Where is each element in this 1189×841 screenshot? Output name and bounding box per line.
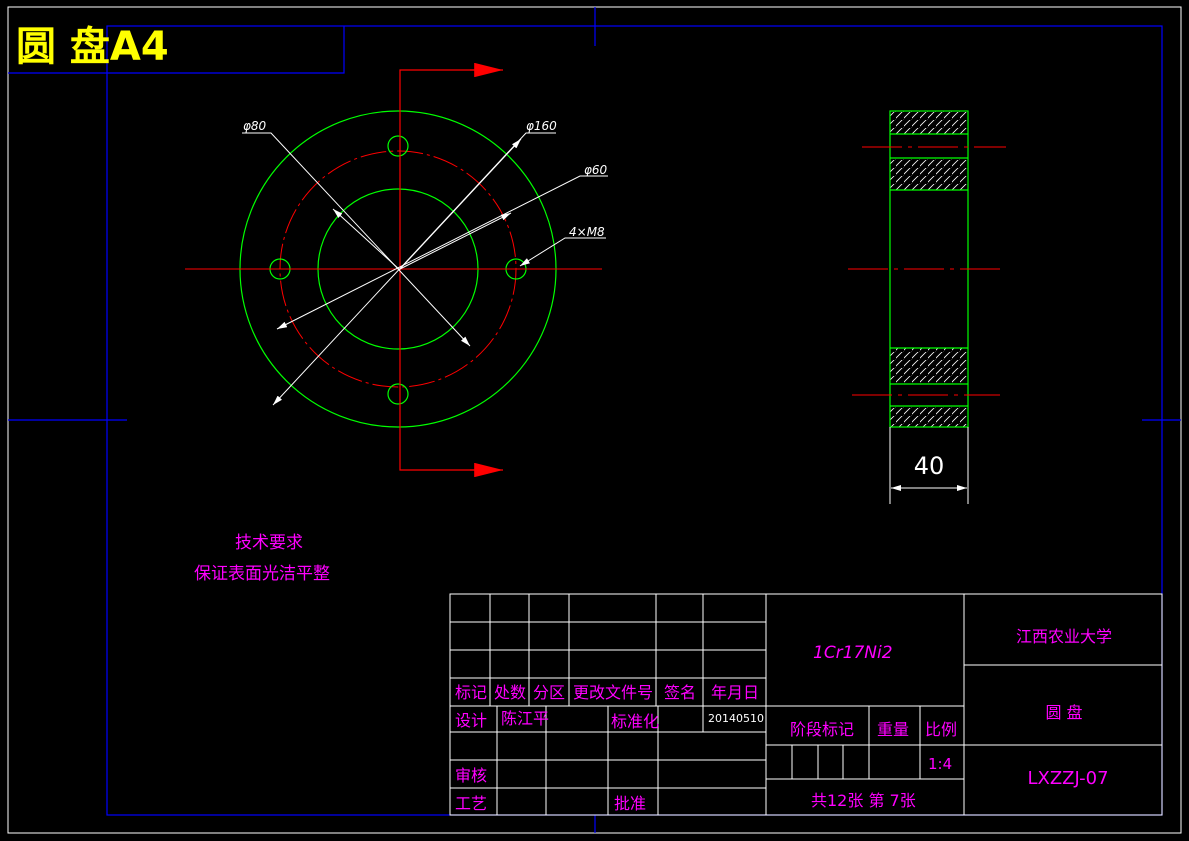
tb-process-label: 工艺 — [455, 794, 487, 813]
tb-stage-label: 阶段标记 — [790, 720, 854, 739]
tb-part-name: 圆 盘 — [1045, 703, 1082, 722]
dim-holes: 4×M8 — [569, 225, 605, 239]
page-title: 圆 盘A4 — [16, 24, 169, 70]
tb-approve-label: 批准 — [614, 794, 646, 813]
front-view: φ80 φ160 φ60 4×M8 — [185, 62, 608, 478]
tb-weight-label: 重量 — [877, 720, 909, 739]
tb-header-docno: 更改文件号 — [573, 683, 653, 702]
tb-header-zone: 分区 — [533, 683, 565, 702]
tb-school: 江西农业大学 — [1016, 627, 1112, 646]
dim-d160: φ160 — [526, 119, 557, 133]
title-block — [449, 593, 1163, 816]
tb-header-sign: 签名 — [664, 683, 696, 702]
bolt-hole — [387, 383, 409, 405]
tb-date: 20140510 — [708, 712, 764, 725]
section-line — [399, 69, 498, 471]
tb-scale-value: 1:4 — [928, 755, 952, 773]
dim-thickness: 40 — [914, 452, 945, 480]
tb-header-mark: 标记 — [455, 683, 487, 702]
title-box — [8, 26, 345, 74]
tb-standardize-label: 标准化 — [611, 712, 659, 731]
tb-header-count: 处数 — [494, 683, 526, 702]
tb-designer: 陈江平 — [501, 709, 549, 728]
tb-sheets: 共12张 第 7张 — [811, 791, 916, 810]
sheet-border — [7, 6, 1182, 834]
notes-line: 保证表面光洁平整 — [194, 564, 330, 584]
dim-d80: φ80 — [243, 119, 267, 133]
tb-drawing-no: LXZZJ-07 — [1027, 768, 1108, 789]
bolt-hole — [387, 135, 409, 157]
tb-header-date: 年月日 — [711, 683, 759, 702]
centering-marks — [8, 7, 1181, 833]
tb-review-label: 审核 — [455, 766, 487, 785]
side-view: 40 — [848, 110, 1006, 504]
tb-design-label: 设计 — [455, 711, 487, 730]
notes-heading: 技术要求 — [235, 533, 303, 553]
dim-d60: φ60 — [584, 163, 608, 177]
tb-scale-label: 比例 — [925, 720, 957, 739]
tb-material: 1Cr17Ni2 — [813, 643, 893, 663]
